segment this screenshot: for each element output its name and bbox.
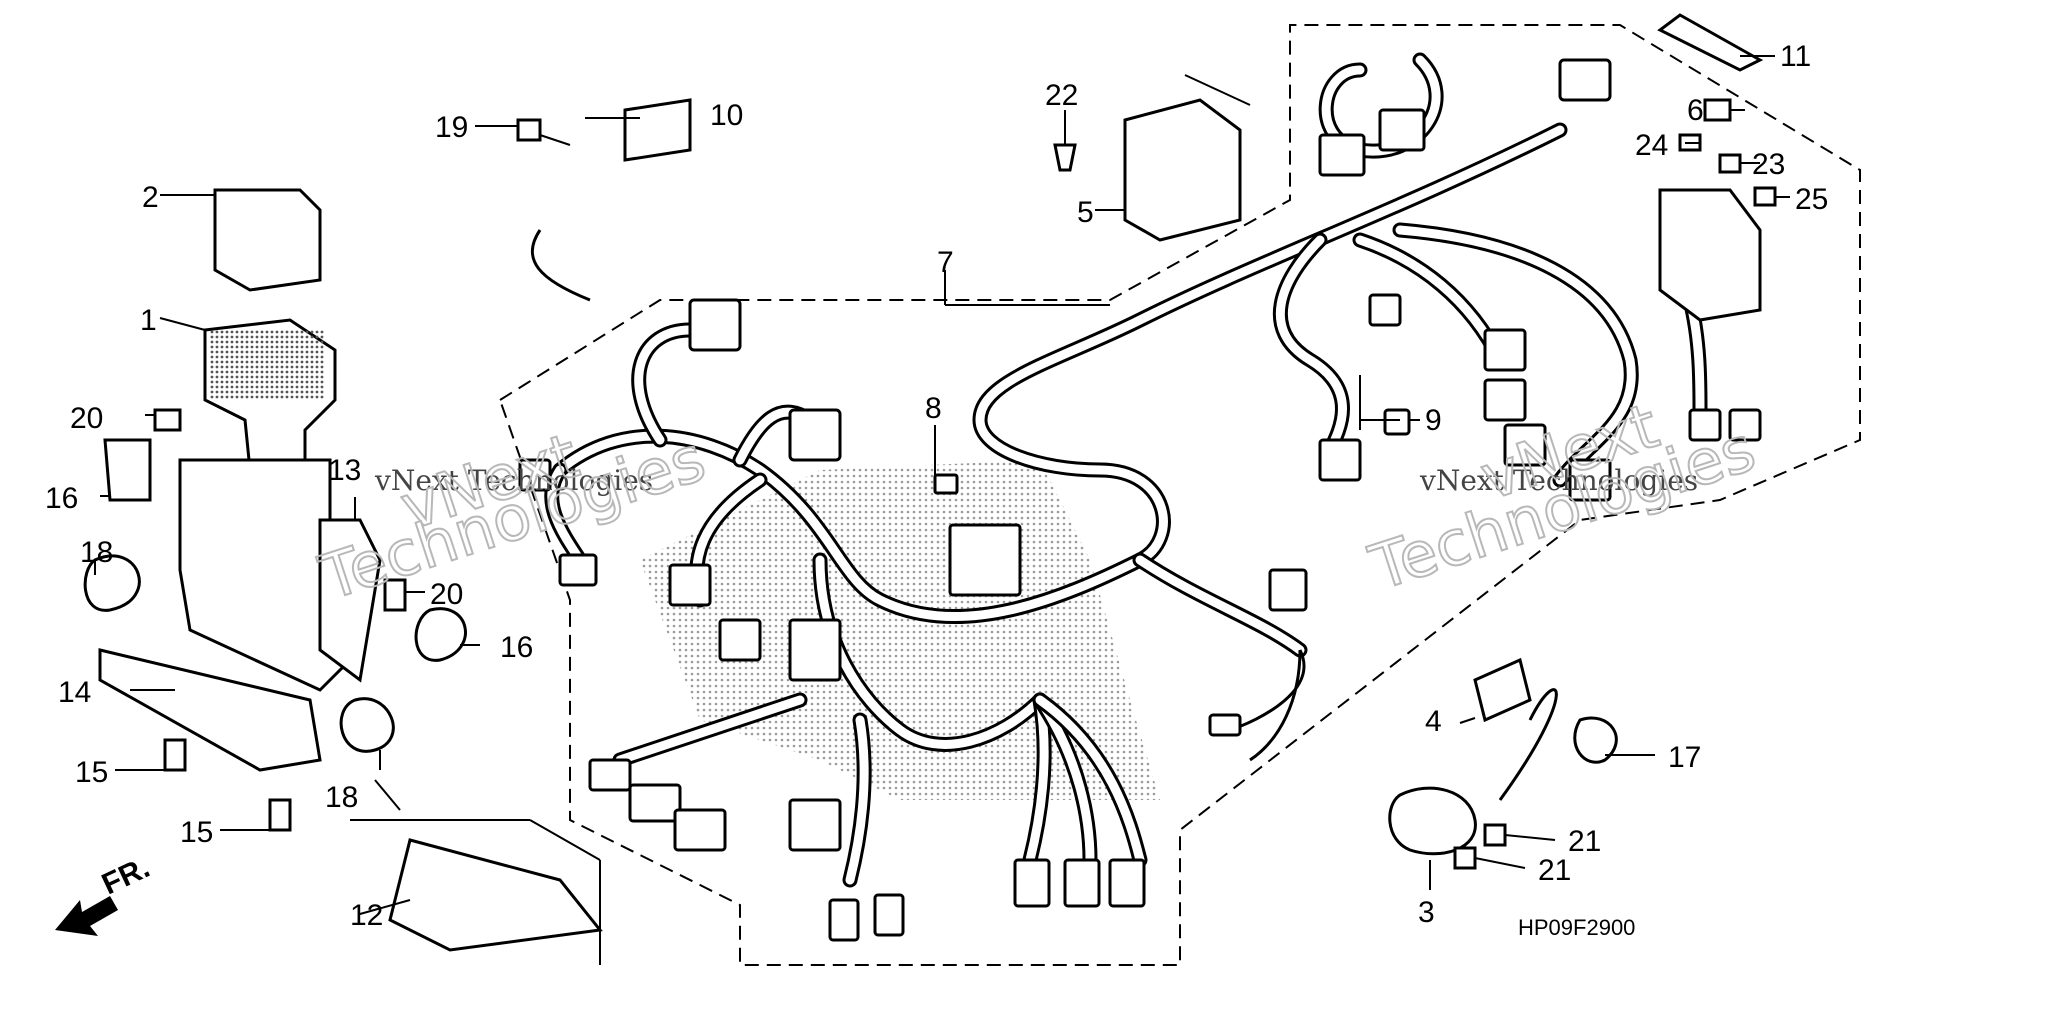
callout-10: 10 (710, 99, 743, 132)
callout-2: 2 (142, 181, 159, 214)
watermark-text-left: vNext Technologies (374, 464, 653, 497)
callout-21-lower: 21 (1538, 854, 1571, 887)
leader-lines (94, 55, 1790, 915)
callout-20-upper: 20 (70, 402, 103, 435)
callout-23: 23 (1752, 148, 1785, 181)
callout-22: 22 (1045, 79, 1078, 112)
callout-16-left: 16 (45, 482, 78, 515)
callout-7: 7 (937, 246, 954, 279)
callout-13: 13 (328, 454, 361, 487)
callout-17: 17 (1668, 741, 1701, 774)
callout-18-lower: 18 (325, 781, 358, 814)
loose-wires (530, 229, 1558, 801)
diagram-code: HP09F2900 (1518, 915, 1635, 940)
callout-20-lower: 20 (430, 578, 463, 611)
callout-9: 9 (1425, 404, 1442, 437)
callout-4: 4 (1425, 705, 1442, 738)
callout-24: 24 (1635, 129, 1668, 162)
callout-1: 1 (140, 304, 157, 337)
components (83, 13, 1777, 952)
callout-8: 8 (925, 392, 942, 425)
callout-12: 12 (350, 899, 383, 932)
front-direction-arrow: FR. (55, 851, 155, 936)
callout-19: 19 (435, 111, 468, 144)
arrow-icon (55, 896, 118, 936)
callout-21-upper: 21 (1568, 825, 1601, 858)
callout-14: 14 (58, 676, 91, 709)
watermark-text-right: vNext Technologies (1419, 464, 1698, 497)
direction-label: FR. (97, 851, 155, 901)
assembly-outline (350, 24, 1861, 966)
callout-18-upper: 18 (80, 536, 113, 569)
callout-16-right: 16 (500, 631, 533, 664)
harness-connectors (518, 58, 1762, 942)
callout-6: 6 (1687, 94, 1704, 127)
callout-15-lower: 15 (180, 816, 213, 849)
callout-11: 11 (1780, 40, 1811, 73)
callout-labels: 2 1 3 4 5 6 7 8 9 10 11 12 13 14 15 15 1… (45, 40, 1828, 932)
callout-5: 5 (1077, 196, 1094, 229)
callout-25: 25 (1795, 183, 1828, 216)
callout-15-lower-left: 15 (75, 756, 108, 789)
callout-3: 3 (1418, 896, 1435, 929)
